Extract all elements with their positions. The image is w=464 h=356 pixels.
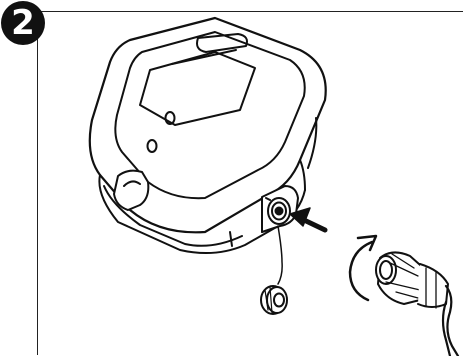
cable-connector-icon (376, 252, 458, 356)
protective-cap-icon (261, 286, 287, 314)
rotate-arrow-icon (350, 236, 376, 300)
